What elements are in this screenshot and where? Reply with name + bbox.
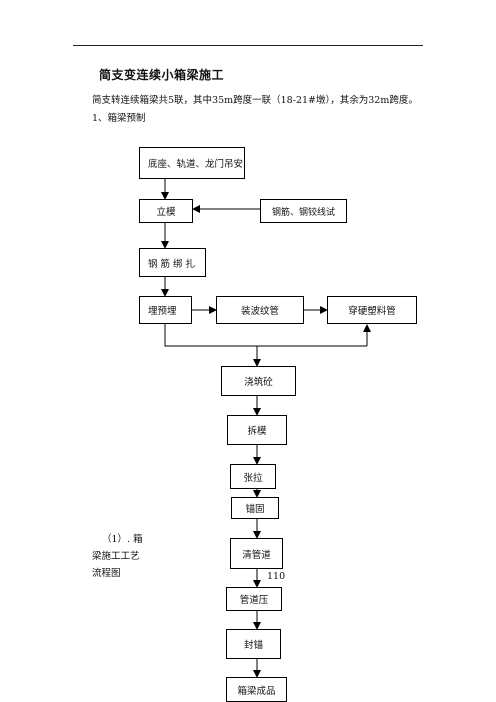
step-demold: 拆模 xyxy=(227,415,287,445)
step-corrugated-duct: 装波纹管 xyxy=(216,296,304,324)
step-tension: 张拉 xyxy=(230,464,276,489)
step-plastic-pipe: 穿硬塑料管 xyxy=(327,296,417,324)
step-grout: 管道压 xyxy=(226,587,282,611)
step-seal-anchor: 封锚 xyxy=(226,629,281,659)
page-title: 简支变连续小箱梁施工 xyxy=(99,68,225,82)
step-rebar-test: 钢筋、钢铰线试 xyxy=(260,199,347,223)
step-anchor: 锚固 xyxy=(231,497,279,519)
page-number: 110 xyxy=(267,571,286,582)
step-formwork: 立模 xyxy=(139,199,193,223)
step-clean-duct: 清管道 xyxy=(230,538,283,569)
step-embed: 埋预埋 xyxy=(139,296,192,324)
step-rebar-tie: 钢 筋 绑 扎 xyxy=(139,248,206,277)
header-rule xyxy=(73,45,423,46)
caption-line-1: （1）. 箱 xyxy=(102,534,143,545)
step-finished-girder: 箱梁成品 xyxy=(226,677,287,702)
caption-line-3: 流程图 xyxy=(92,568,121,579)
intro-paragraph: 简支转连续箱梁共5联，其中35m跨度一联（18-21#墩），其余为32m跨度。 xyxy=(92,95,418,106)
step-base-setup: 底座、轨道、龙门吊安 xyxy=(139,147,245,179)
step-pour-concrete: 浇筑砼 xyxy=(221,366,296,396)
section-heading: 1、箱梁预制 xyxy=(92,113,146,124)
caption-line-2: 梁施工工艺 xyxy=(92,551,140,562)
